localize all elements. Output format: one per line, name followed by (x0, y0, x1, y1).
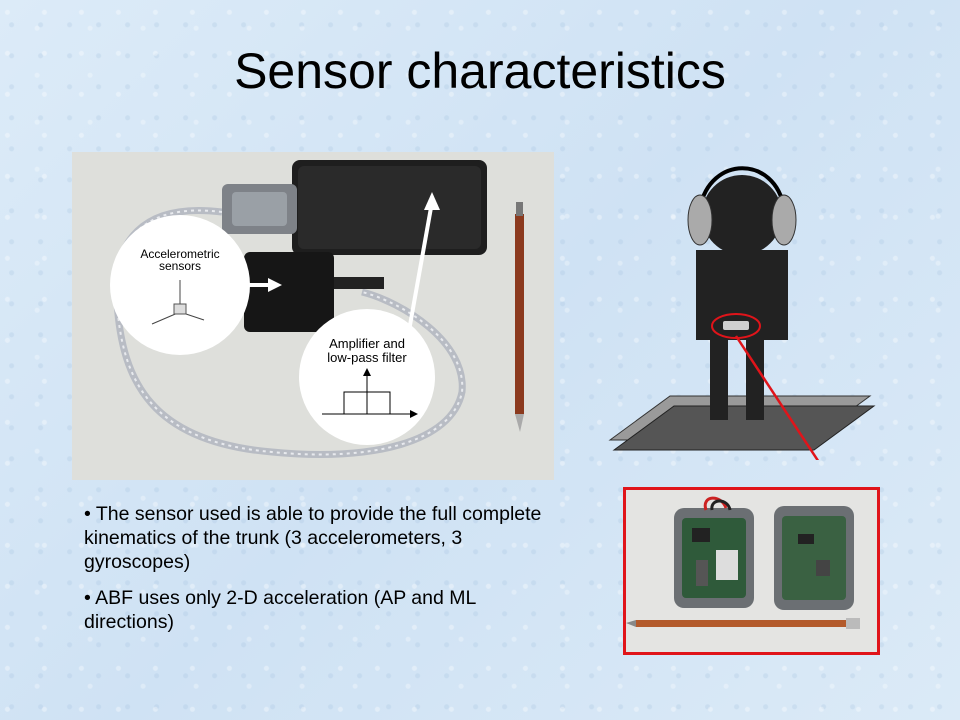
sensor-device-photo: Accelerometric sensors Amplifier and low… (72, 152, 554, 480)
person-figure-illustration (600, 160, 880, 483)
bullet-item-full-kinematics: • The sensor used is able to provide the… (84, 503, 542, 573)
bullet-list: • The sensor used is able to provide the… (84, 502, 554, 646)
accelerometric-label-line2: sensors (159, 259, 201, 273)
accelerometric-label-line1: Accelerometric (140, 247, 219, 261)
amplifier-label-line1: Amplifier and (329, 336, 405, 351)
amplifier-label-line2: low-pass filter (327, 350, 407, 365)
slide-title: Sensor characteristics (234, 43, 726, 99)
circuit-board-photo (623, 487, 880, 655)
bullet-item-2d-acceleration: • ABF uses only 2-D acceleration (AP and… (84, 587, 476, 633)
